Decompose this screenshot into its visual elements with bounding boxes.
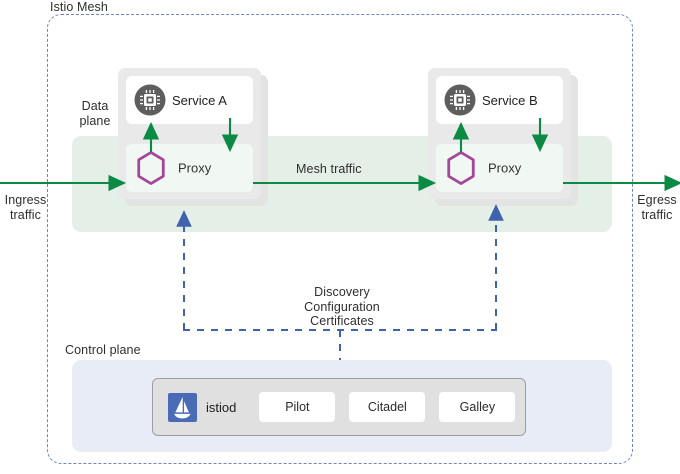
control-plane-component-citadel[interactable]: Citadel [349,392,426,422]
sailboat-icon [168,392,197,422]
proxy-a-box[interactable]: Proxy [126,144,253,192]
discovery-config-certs-label: Discovery Configuration Certificates [304,285,380,328]
service-b-label: Service B [482,92,538,108]
ingress-traffic-label: Ingress traffic [4,193,47,222]
istio-mesh-boundary [47,14,633,464]
mesh-traffic-label: Mesh traffic [296,162,362,176]
hexagon-icon [137,151,165,185]
pilot-label: Pilot [285,400,310,414]
proxy-a-label: Proxy [178,160,212,176]
service-a-box[interactable]: Service A [126,76,253,124]
galley-label: Galley [459,400,496,414]
pod-service-b: Service B Proxy [428,68,578,206]
control-plane-label: Control plane [65,343,141,357]
egress-traffic-label: Egress traffic [637,193,677,222]
pod-service-a: Service A Proxy [118,68,268,206]
proxy-b-label: Proxy [488,160,522,176]
proxy-b-box[interactable]: Proxy [436,144,563,192]
istio-mesh-title: Istio Mesh [50,0,108,14]
istiod-card[interactable]: istiod Pilot Citadel Galley [152,378,526,436]
hexagon-icon [447,151,475,185]
data-plane-label: Data plane [79,99,111,128]
cpu-chip-icon [134,84,166,116]
citadel-label: Citadel [367,400,407,414]
cpu-chip-icon [444,84,476,116]
service-a-label: Service A [172,92,227,108]
control-plane-component-pilot[interactable]: Pilot [259,392,336,422]
control-plane-component-galley[interactable]: Galley [439,392,516,422]
service-b-box[interactable]: Service B [436,76,563,124]
istiod-label: istiod [206,399,237,415]
